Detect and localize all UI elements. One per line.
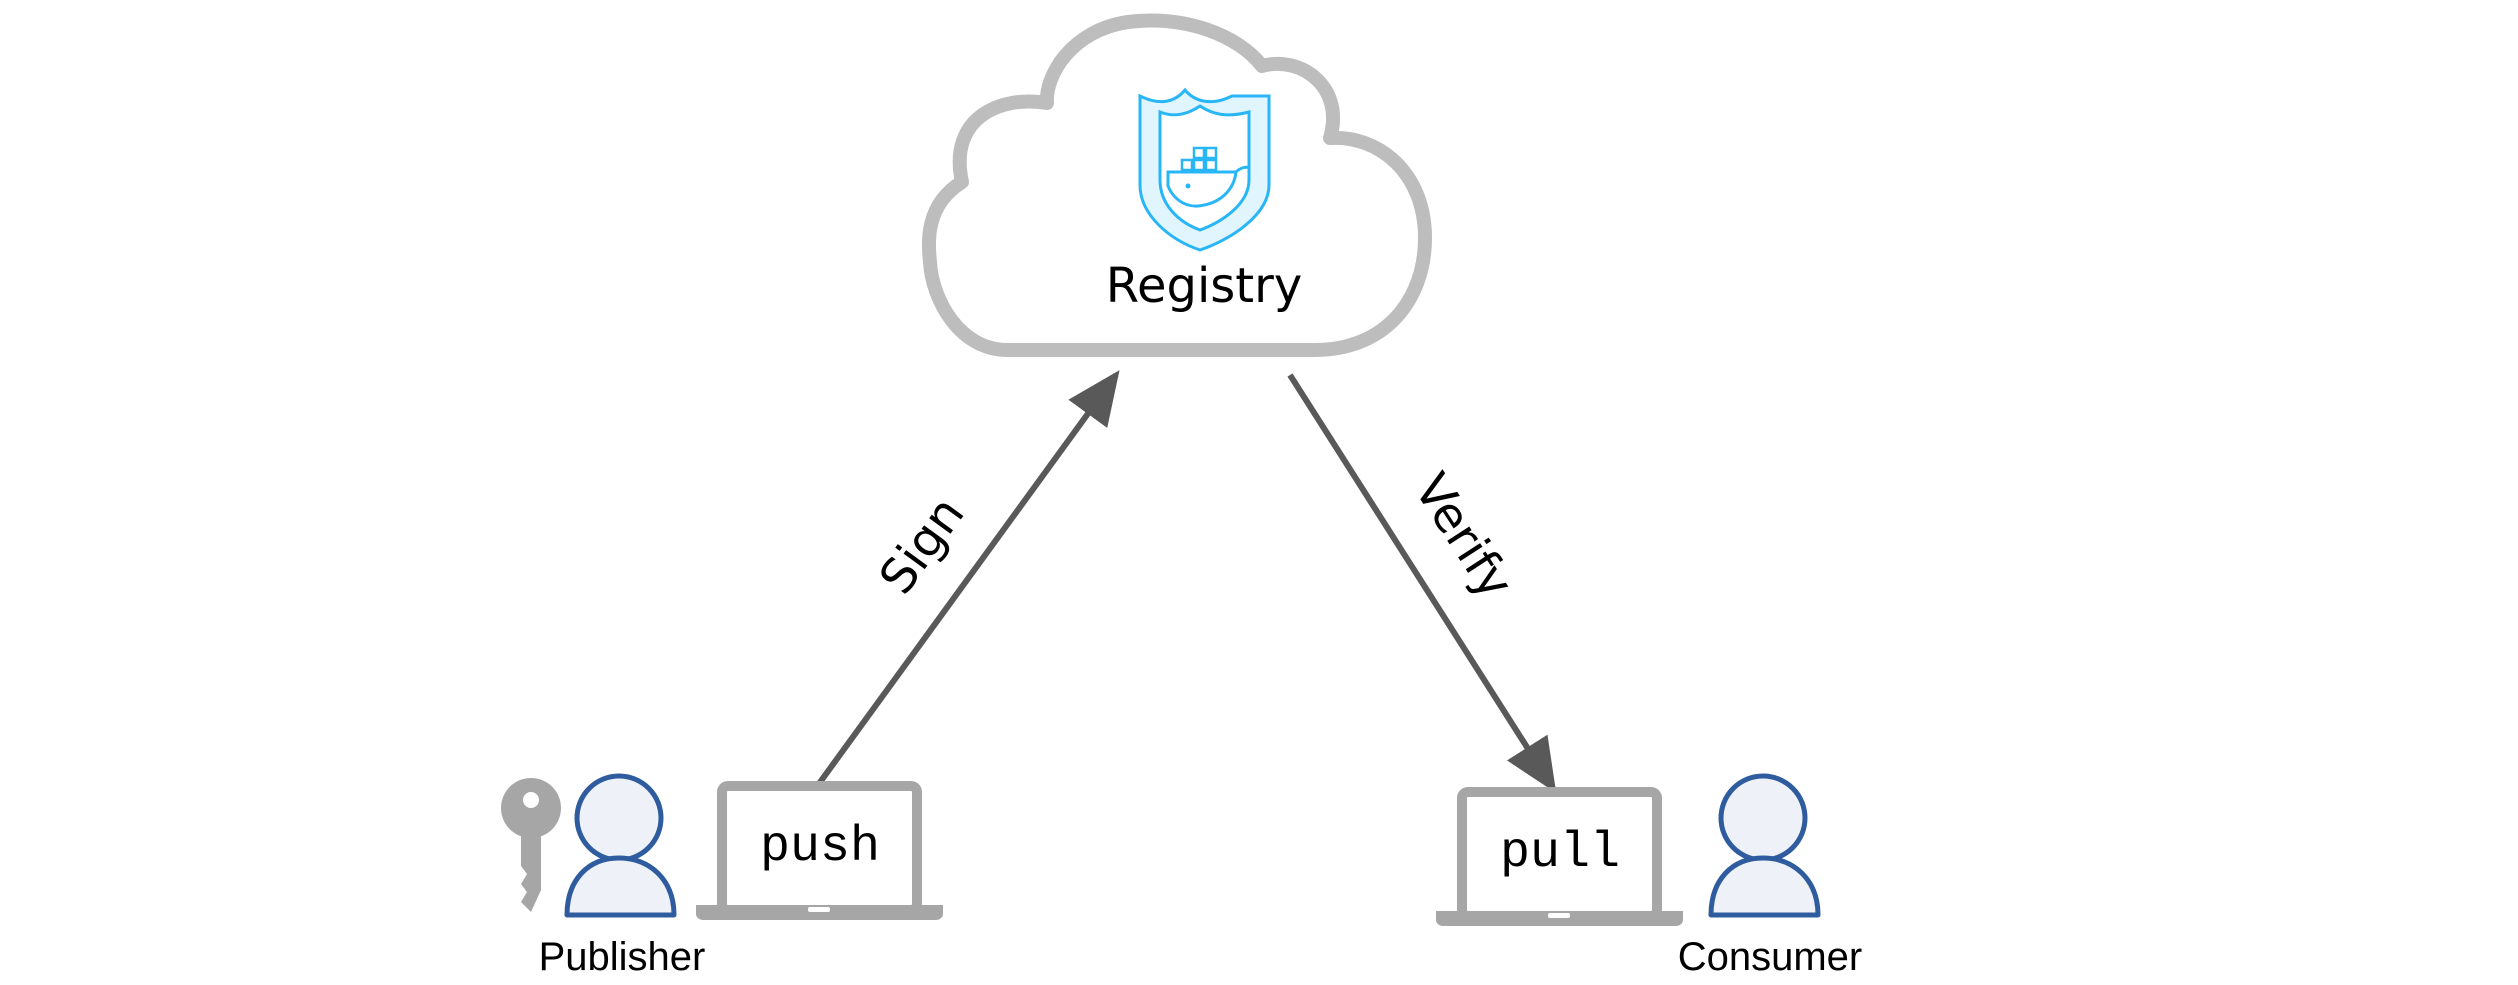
publisher-user-icon xyxy=(564,773,677,918)
sign-arrow xyxy=(815,370,1120,787)
publisher-label: Publisher xyxy=(539,935,706,979)
consumer-label: Consumer xyxy=(1678,935,1863,979)
consumer-user-icon xyxy=(1708,773,1821,918)
push-command: push xyxy=(760,819,880,876)
registry-label: Registry xyxy=(1106,258,1303,314)
verify-label: Verify xyxy=(1403,464,1524,609)
docker-shield-icon xyxy=(1138,87,1271,252)
publisher-laptop-icon xyxy=(696,781,943,920)
verify-arrow xyxy=(1287,373,1557,794)
pull-command: pull xyxy=(1500,825,1620,882)
publisher: push Publisher xyxy=(501,773,943,979)
consumer-laptop-icon xyxy=(1436,787,1683,926)
key-icon xyxy=(501,778,561,912)
consumer: pull Consumer xyxy=(1436,773,1863,979)
